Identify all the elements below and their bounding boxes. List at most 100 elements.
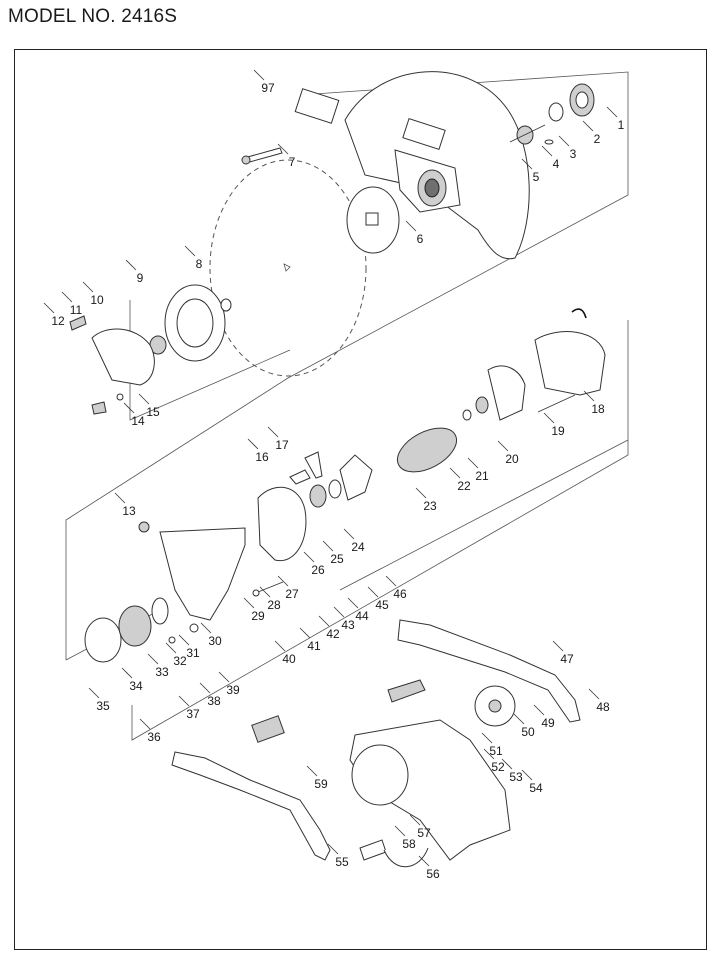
leader-line-4 [541,145,553,157]
part-label-2: 2 [594,132,601,146]
part-label-7: 7 [289,155,296,169]
part-label-34: 34 [129,679,143,693]
part-label-58: 58 [402,837,416,851]
leader-line-16 [247,438,259,450]
part-label-5: 5 [533,170,540,184]
blade-guard [294,71,530,260]
part-label-54: 54 [529,781,543,795]
part-label-43: 43 [341,618,355,632]
leader-line-31 [178,634,190,646]
leader-line-29 [243,597,255,609]
inner-flange-group [69,284,232,415]
leader-line-12 [43,302,55,314]
part-label-52: 52 [491,760,505,774]
leader-line-57 [409,814,421,826]
spindle-group [509,83,595,145]
leader-line-22 [449,467,461,479]
leader-line-40 [274,640,286,652]
part-label-8: 8 [196,257,203,271]
part-label-14: 14 [131,414,145,428]
part-label-50: 50 [521,725,535,739]
leader-line-1 [606,106,618,118]
part-label-51: 51 [489,744,503,758]
leader-line-45 [367,586,379,598]
part-label-55: 55 [335,855,349,869]
part-label-33: 33 [155,665,169,679]
leader-line-17 [267,426,279,438]
part-label-24: 24 [351,540,365,554]
part-label-13: 13 [122,504,136,518]
leader-line-54 [521,769,533,781]
part-label-31: 31 [186,646,200,660]
leader-line-46 [385,575,397,587]
part-label-9: 9 [137,271,144,285]
leader-line-11 [61,291,73,303]
leader-line-14 [123,402,135,414]
part-label-12: 12 [51,314,65,328]
part-label-4: 4 [553,157,560,171]
leader-line-36 [139,718,151,730]
part-label-21: 21 [475,469,489,483]
leader-line-52 [483,748,495,760]
part-labels: 1234567891011121314151617181920212223242… [51,81,624,881]
leader-line-18 [583,390,595,402]
part-label-15: 15 [146,405,160,419]
leader-line-30 [200,622,212,634]
part-label-11: 11 [70,303,83,317]
leader-line-43 [333,606,345,618]
saw-blade [209,159,367,377]
part-label-10: 10 [90,293,104,307]
leader-line-19 [543,412,555,424]
leader-line-33 [147,653,159,665]
leader-line-55 [327,843,339,855]
part-label-30: 30 [208,634,222,648]
leader-line-13 [114,492,126,504]
part-label-59: 59 [314,777,328,791]
leader-line-2 [582,120,594,132]
leader-line-47 [552,640,564,652]
part-label-97: 97 [261,81,275,95]
part-label-36: 36 [147,730,161,744]
part-label-40: 40 [282,652,296,666]
part-label-25: 25 [330,552,344,566]
part-label-45: 45 [375,598,389,612]
leader-line-21 [467,457,479,469]
part-label-49: 49 [541,716,555,730]
part-label-42: 42 [326,627,340,641]
leader-line-3 [558,135,570,147]
part-label-44: 44 [355,609,369,623]
leader-line-38 [199,682,211,694]
part-label-29: 29 [251,609,265,623]
part-label-17: 17 [275,438,289,452]
part-label-6: 6 [417,232,424,246]
part-label-35: 35 [96,699,110,713]
part-label-16: 16 [255,450,269,464]
leader-line-59 [306,765,318,777]
part-label-48: 48 [596,700,610,714]
part-label-20: 20 [505,452,519,466]
leader-lines [43,69,618,867]
leader-line-48 [588,688,600,700]
leader-line-42 [318,615,330,627]
leader-line-28 [259,586,271,598]
part-label-39: 39 [226,683,240,697]
part-label-41: 41 [307,639,321,653]
leader-line-26 [303,551,315,563]
leader-line-23 [415,487,427,499]
leader-line-49 [533,704,545,716]
leader-line-34 [121,667,133,679]
part-label-32: 32 [173,654,187,668]
leader-line-25 [322,540,334,552]
leader-line-6 [405,220,417,232]
outer-flange [241,147,400,254]
part-label-46: 46 [393,587,407,601]
part-label-37: 37 [186,707,200,721]
diagram-frame [14,49,707,950]
leader-line-20 [497,440,509,452]
part-label-26: 26 [311,563,325,577]
leader-line-56 [418,855,430,867]
leader-line-58 [394,825,406,837]
part-label-18: 18 [591,402,605,416]
part-label-1: 1 [618,118,625,132]
leader-line-50 [513,713,525,725]
